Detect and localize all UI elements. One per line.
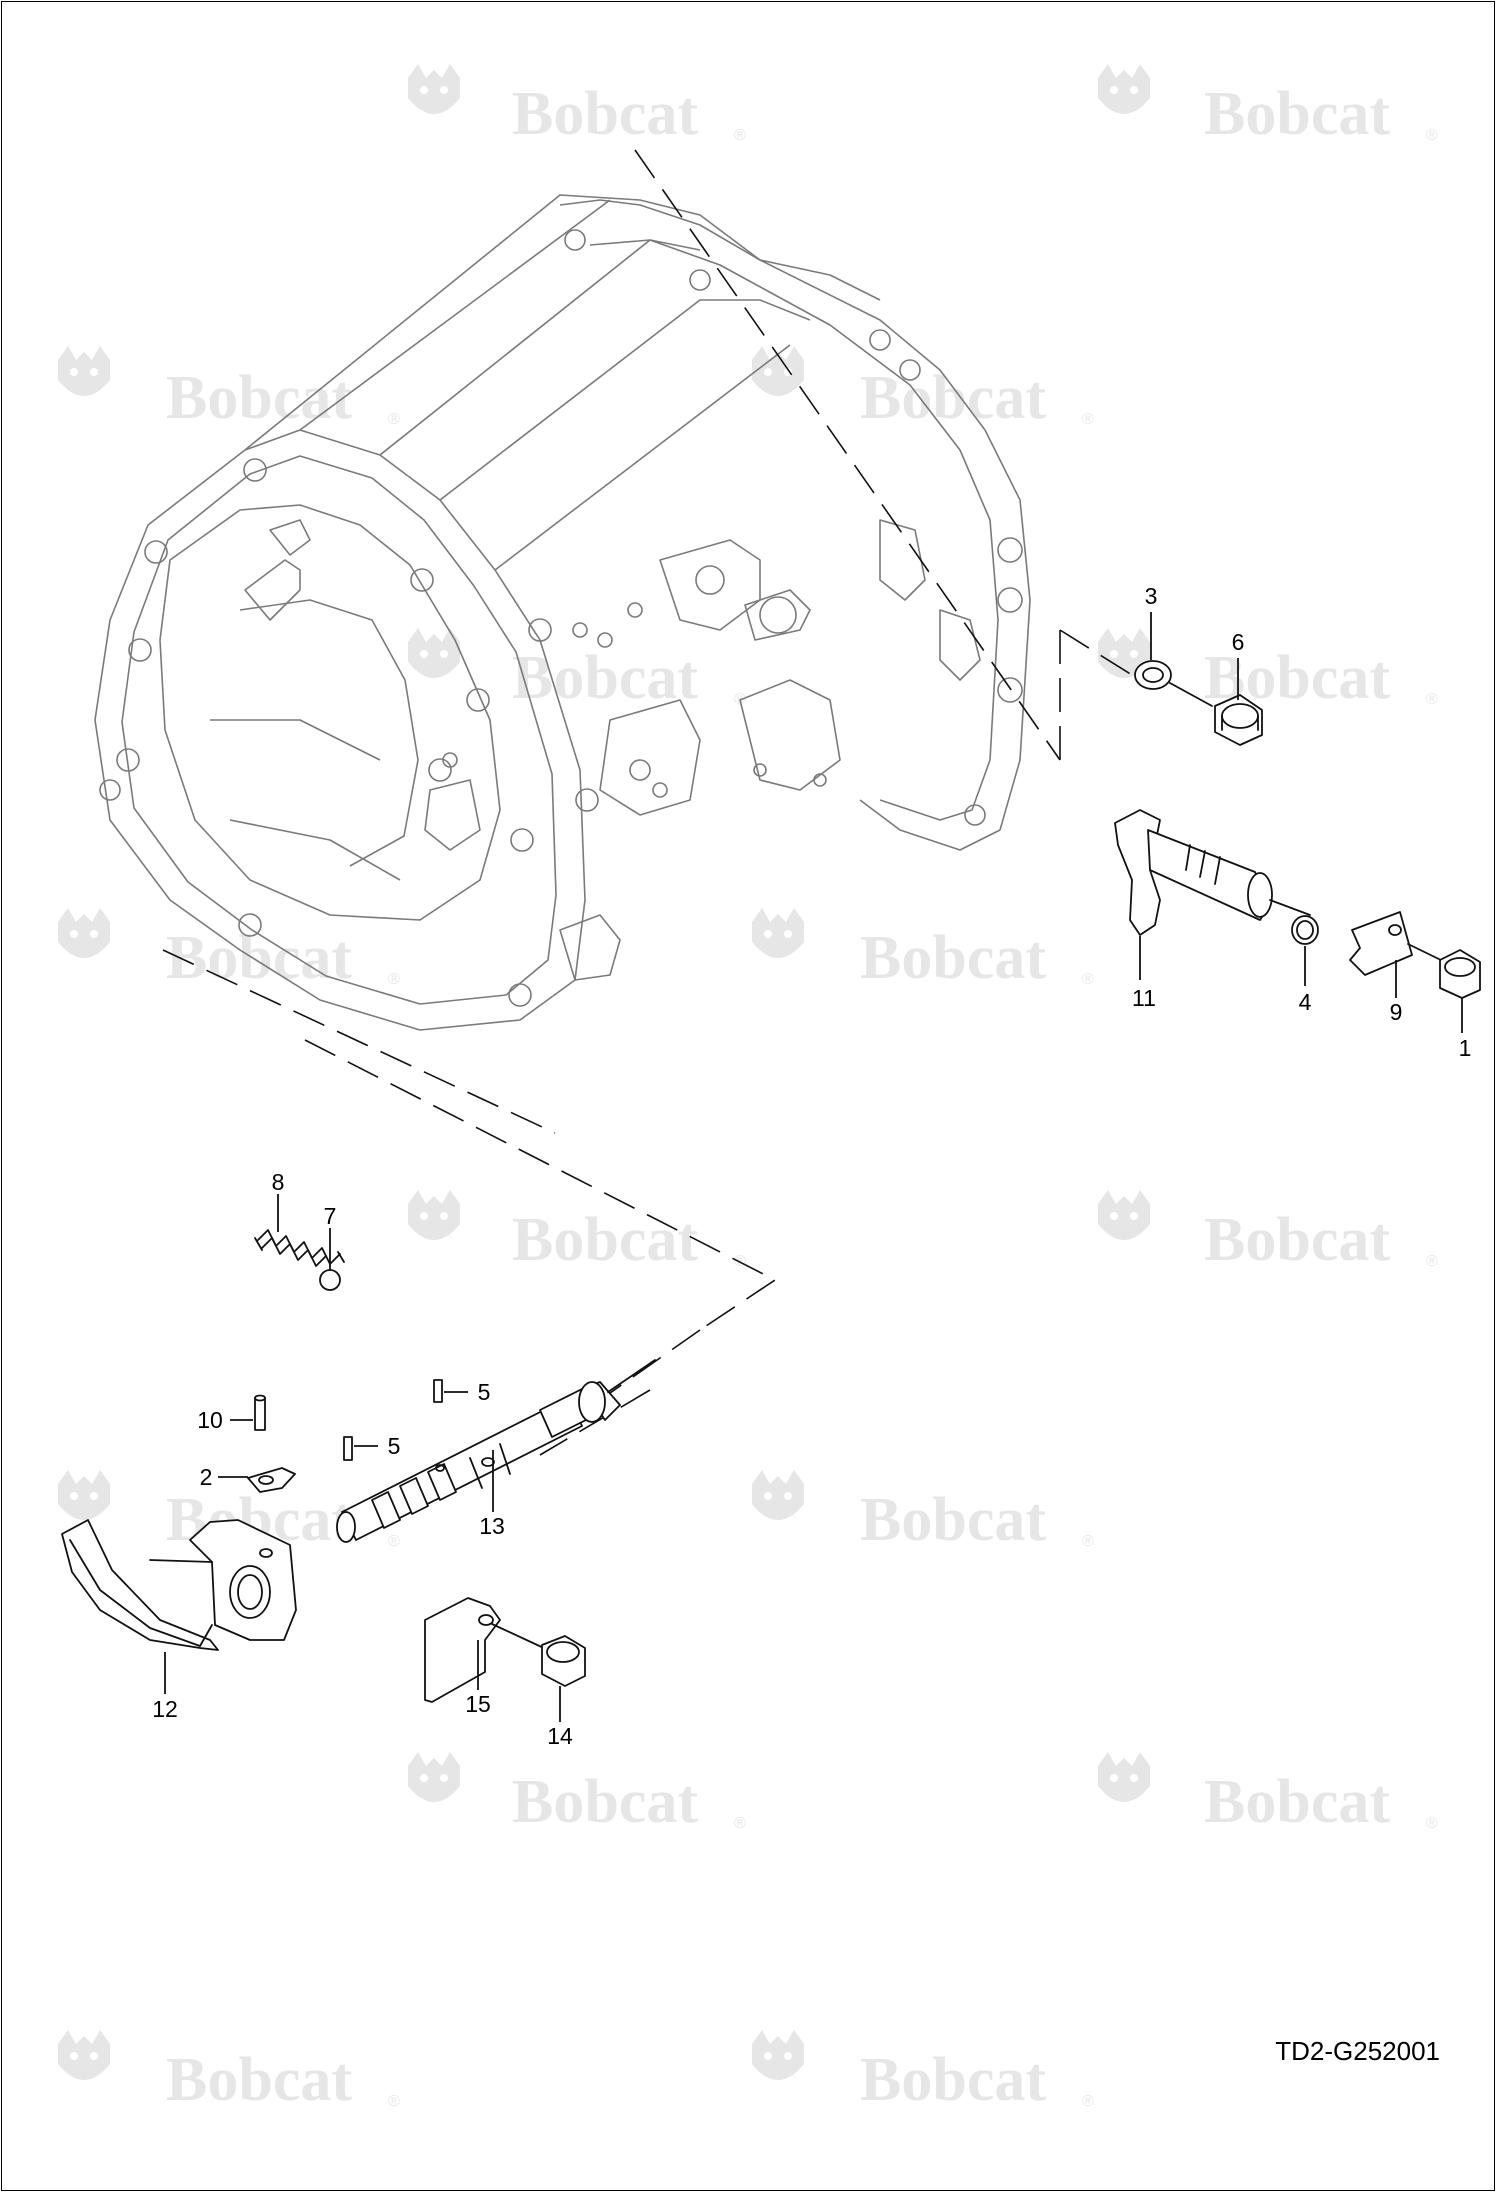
part-6-plug — [1214, 694, 1263, 746]
watermark-text: Bobcat — [860, 1486, 1046, 1554]
part-11-shift-arm — [1114, 809, 1311, 936]
watermark-reg: ® — [388, 411, 400, 428]
watermark-text: Bobcat — [512, 1206, 698, 1274]
part-4-o-ring — [1291, 915, 1319, 945]
drawing-code: TD2-G252001 — [1275, 2036, 1440, 2066]
part-3-washer — [1134, 660, 1213, 707]
watermark-text: Bobcat — [512, 1768, 698, 1836]
callout-2: 2 — [200, 1464, 213, 1490]
watermark-reg: ® — [388, 2093, 400, 2110]
callout-9: 9 — [1390, 999, 1403, 1025]
callout-5-lower: 5 — [388, 1433, 401, 1459]
watermark-reg: ® — [1426, 691, 1438, 708]
callout-15: 15 — [465, 1691, 491, 1717]
part-1-bolt — [1407, 943, 1481, 999]
part-13-shift-rod — [336, 1359, 656, 1543]
watermark-text: Bobcat — [512, 80, 698, 148]
part-5-spring-pin-lower — [343, 1436, 353, 1461]
part-2-lock-washer — [247, 1467, 296, 1493]
watermark-text: Bobcat — [860, 364, 1046, 432]
callout-11: 11 — [1132, 985, 1156, 1011]
callout-leaders — [164, 612, 1463, 1722]
watermark-text: Bobcat — [860, 2046, 1046, 2114]
watermark-reg: ® — [1426, 127, 1438, 144]
watermark-reg: ® — [1426, 1253, 1438, 1270]
callout-5-upper: 5 — [478, 1379, 491, 1405]
callout-13: 13 — [479, 1513, 505, 1539]
callout-1: 1 — [1459, 1035, 1472, 1061]
callout-numbers: 3 6 11 4 9 1 8 7 10 2 5 5 13 12 15 14 — [152, 583, 1471, 1749]
callout-6: 6 — [1232, 629, 1245, 655]
callout-8: 8 — [272, 1169, 285, 1195]
watermark-reg: ® — [1082, 1533, 1094, 1550]
watermark-text: Bobcat — [166, 2046, 352, 2114]
watermark-reg: ® — [388, 1533, 400, 1550]
part-5-spring-pin-upper — [433, 1379, 443, 1403]
callout-10: 10 — [197, 1407, 223, 1433]
watermark-text: Bobcat — [512, 644, 698, 712]
watermark-reg: ® — [1082, 2093, 1094, 2110]
watermark-reg: ® — [1426, 1815, 1438, 1832]
part-9-lock-plate — [1349, 911, 1413, 976]
watermark-reg: ® — [734, 127, 746, 144]
watermark-reg: ® — [1082, 971, 1094, 988]
watermark-text: Bobcat — [860, 924, 1046, 992]
callout-14: 14 — [547, 1723, 573, 1749]
part-14-bolt — [491, 1623, 586, 1687]
callout-7: 7 — [324, 1203, 337, 1229]
part-12-shift-fork — [61, 1519, 297, 1651]
transmission-housing — [94, 194, 1031, 1031]
alignment-lines — [162, 149, 1141, 1456]
part-15-plate — [424, 1597, 501, 1703]
callout-12: 12 — [152, 1696, 178, 1722]
watermark-reg: ® — [1082, 411, 1094, 428]
part-10-pin — [254, 1394, 266, 1431]
watermark-text: Bobcat — [1204, 1768, 1390, 1836]
part-8-spring — [254, 1229, 345, 1267]
watermark-layer: Bobcat ® Bobcat ® Bobcat ® Bobcat ® Bobc… — [58, 64, 1438, 2114]
watermark-text: Bobcat — [1204, 1206, 1390, 1274]
callout-4: 4 — [1299, 989, 1312, 1015]
watermark-text: Bobcat — [166, 364, 352, 432]
watermark-text: Bobcat — [1204, 80, 1390, 148]
watermark-reg: ® — [734, 1815, 746, 1832]
callout-3: 3 — [1145, 583, 1158, 609]
watermark-reg: ® — [388, 971, 400, 988]
